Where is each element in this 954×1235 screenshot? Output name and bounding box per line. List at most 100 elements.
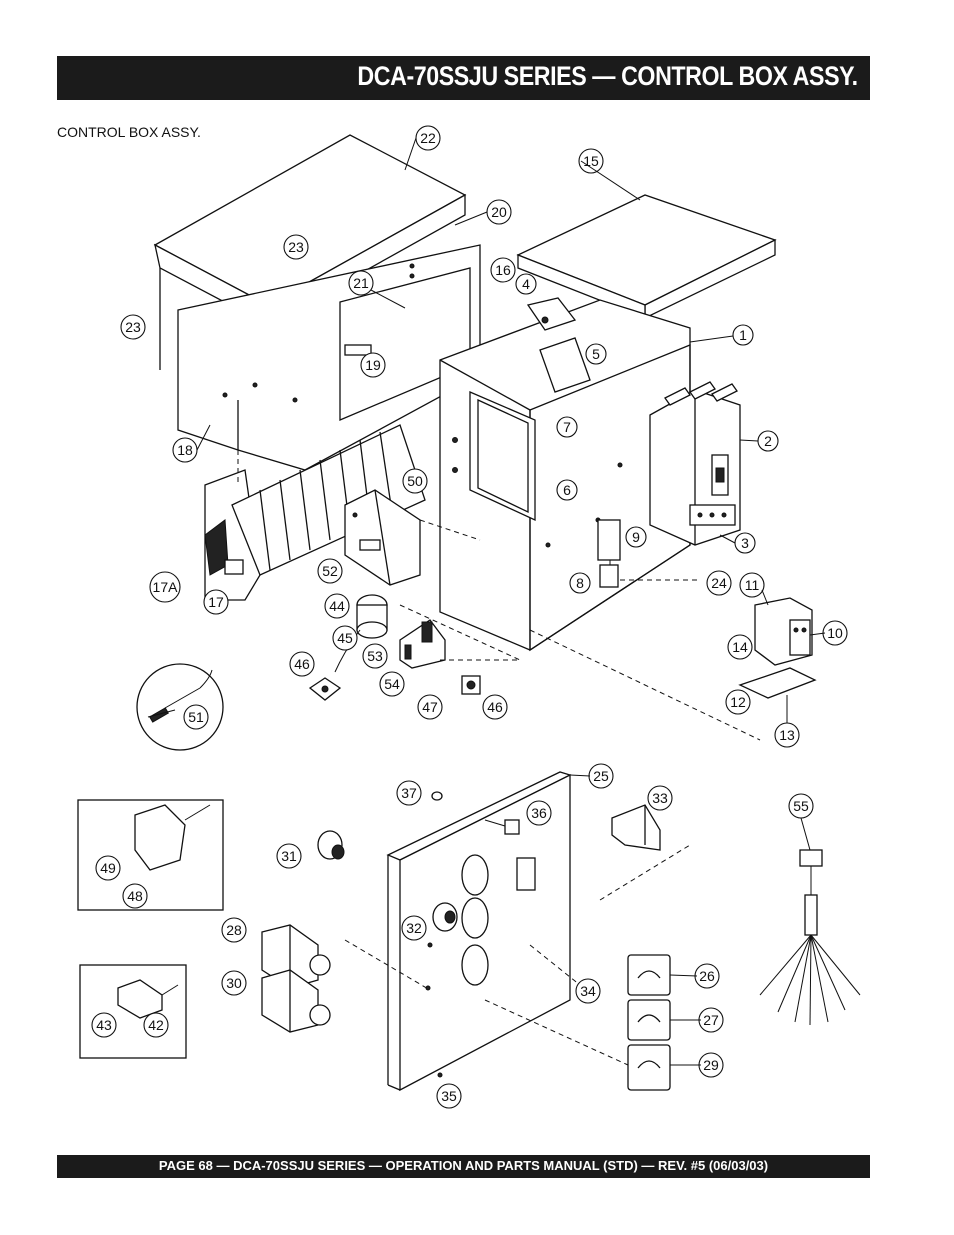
callout-5: 5	[585, 343, 607, 365]
footer-bar: PAGE 68 — DCA-70SSJU SERIES — OPERATION …	[57, 1155, 870, 1178]
callout-4: 4	[515, 273, 537, 295]
callout-1: 1	[732, 324, 754, 346]
svg-text:48: 48	[127, 888, 143, 904]
svg-text:51: 51	[188, 709, 204, 725]
svg-text:47: 47	[422, 699, 438, 715]
washer-37	[431, 791, 443, 801]
callout-32: 32	[401, 915, 427, 941]
callout-47: 47	[417, 694, 443, 720]
callout-22: 22	[415, 125, 441, 151]
callout-51: 51	[183, 704, 209, 730]
callout-30: 30	[221, 970, 247, 996]
callout-16: 16	[490, 257, 516, 283]
detail-box-48	[77, 799, 224, 911]
callout-11: 11	[739, 572, 765, 598]
callout-48: 48	[122, 883, 148, 909]
svg-text:49: 49	[100, 860, 116, 876]
callout-42: 42	[143, 1012, 169, 1038]
svg-text:35: 35	[441, 1088, 457, 1104]
wire-harness-55	[759, 849, 861, 1026]
callout-53: 53	[362, 643, 388, 669]
front-panel-25	[386, 771, 572, 1092]
svg-text:15: 15	[583, 153, 599, 169]
callout-49: 49	[95, 855, 121, 881]
svg-text:26: 26	[699, 968, 715, 984]
callout-3: 3	[734, 532, 756, 554]
svg-text:55: 55	[793, 798, 809, 814]
callout-50: 50	[402, 468, 428, 494]
svg-text:7: 7	[563, 419, 571, 435]
svg-text:43: 43	[96, 1017, 112, 1033]
small-part-47	[461, 675, 481, 695]
callout-18: 18	[172, 437, 198, 463]
callout-10: 10	[822, 620, 848, 646]
svg-text:1: 1	[739, 327, 747, 343]
control-box-frame-1	[439, 299, 691, 652]
callout-55: 55	[788, 793, 814, 819]
bracket-33	[611, 804, 661, 851]
svg-text:13: 13	[779, 727, 795, 743]
svg-text:32: 32	[406, 920, 422, 936]
meter-29	[627, 1044, 671, 1091]
svg-text:17: 17	[208, 594, 224, 610]
callout-33: 33	[647, 785, 673, 811]
relay-30	[261, 969, 331, 1033]
callout-37: 37	[396, 780, 422, 806]
svg-text:28: 28	[226, 922, 242, 938]
callout-14: 14	[727, 634, 753, 660]
screw-36	[484, 819, 520, 835]
svg-text:21: 21	[353, 275, 369, 291]
coil-44	[334, 594, 388, 673]
circuit-breaker-2	[649, 381, 741, 546]
leader-lines	[237, 450, 761, 1066]
svg-text:33: 33	[652, 790, 668, 806]
callout-24: 24	[706, 570, 732, 596]
svg-text:6: 6	[563, 482, 571, 498]
callout-44: 44	[324, 593, 350, 619]
svg-text:8: 8	[576, 575, 584, 591]
svg-text:11: 11	[745, 577, 760, 593]
callout-34: 34	[575, 978, 601, 1004]
callout-17a: 17A	[149, 571, 181, 603]
svg-text:24: 24	[711, 575, 727, 591]
svg-text:46: 46	[294, 656, 310, 672]
callout-19: 19	[360, 352, 386, 378]
svg-text:34: 34	[580, 983, 596, 999]
callout-8: 8	[569, 572, 591, 594]
svg-text:36: 36	[531, 805, 547, 821]
svg-text:2: 2	[764, 433, 772, 449]
callout-15: 15	[578, 148, 604, 174]
svg-text:16: 16	[495, 262, 511, 278]
svg-text:5: 5	[592, 346, 600, 362]
callout-6: 6	[556, 479, 578, 501]
svg-text:19: 19	[365, 357, 381, 373]
svg-text:17A: 17A	[153, 579, 179, 595]
callout-26: 26	[694, 963, 720, 989]
svg-text:3: 3	[741, 535, 749, 551]
terminal-block-53	[399, 619, 446, 669]
svg-text:23: 23	[288, 239, 304, 255]
svg-text:12: 12	[730, 694, 746, 710]
svg-text:27: 27	[703, 1012, 719, 1028]
detail-51	[136, 663, 224, 751]
bracket-4	[526, 297, 591, 393]
callout-2: 2	[757, 430, 779, 452]
footer-text: PAGE 68 — DCA-70SSJU SERIES — OPERATION …	[158, 1158, 769, 1173]
svg-text:14: 14	[732, 639, 748, 655]
title-bar: DCA-70SSJU SERIES — CONTROL BOX ASSY.	[57, 56, 870, 100]
callout-12: 12	[725, 689, 751, 715]
svg-text:45: 45	[337, 630, 353, 646]
detail-box-42	[79, 964, 187, 1059]
callouts: 1 2 3 4 5 6 7 8 9 10 11 12 13 14 15 16 1…	[91, 125, 848, 1109]
svg-text:50: 50	[407, 473, 423, 489]
callout-29: 29	[698, 1052, 724, 1078]
knob-31	[317, 830, 345, 860]
callout-23b: 23	[120, 314, 146, 340]
svg-text:52: 52	[322, 563, 338, 579]
callout-17: 17	[203, 589, 229, 615]
knob-32	[432, 902, 458, 932]
svg-text:42: 42	[148, 1017, 164, 1033]
svg-text:23: 23	[125, 319, 141, 335]
callout-leaders	[147, 137, 826, 1066]
